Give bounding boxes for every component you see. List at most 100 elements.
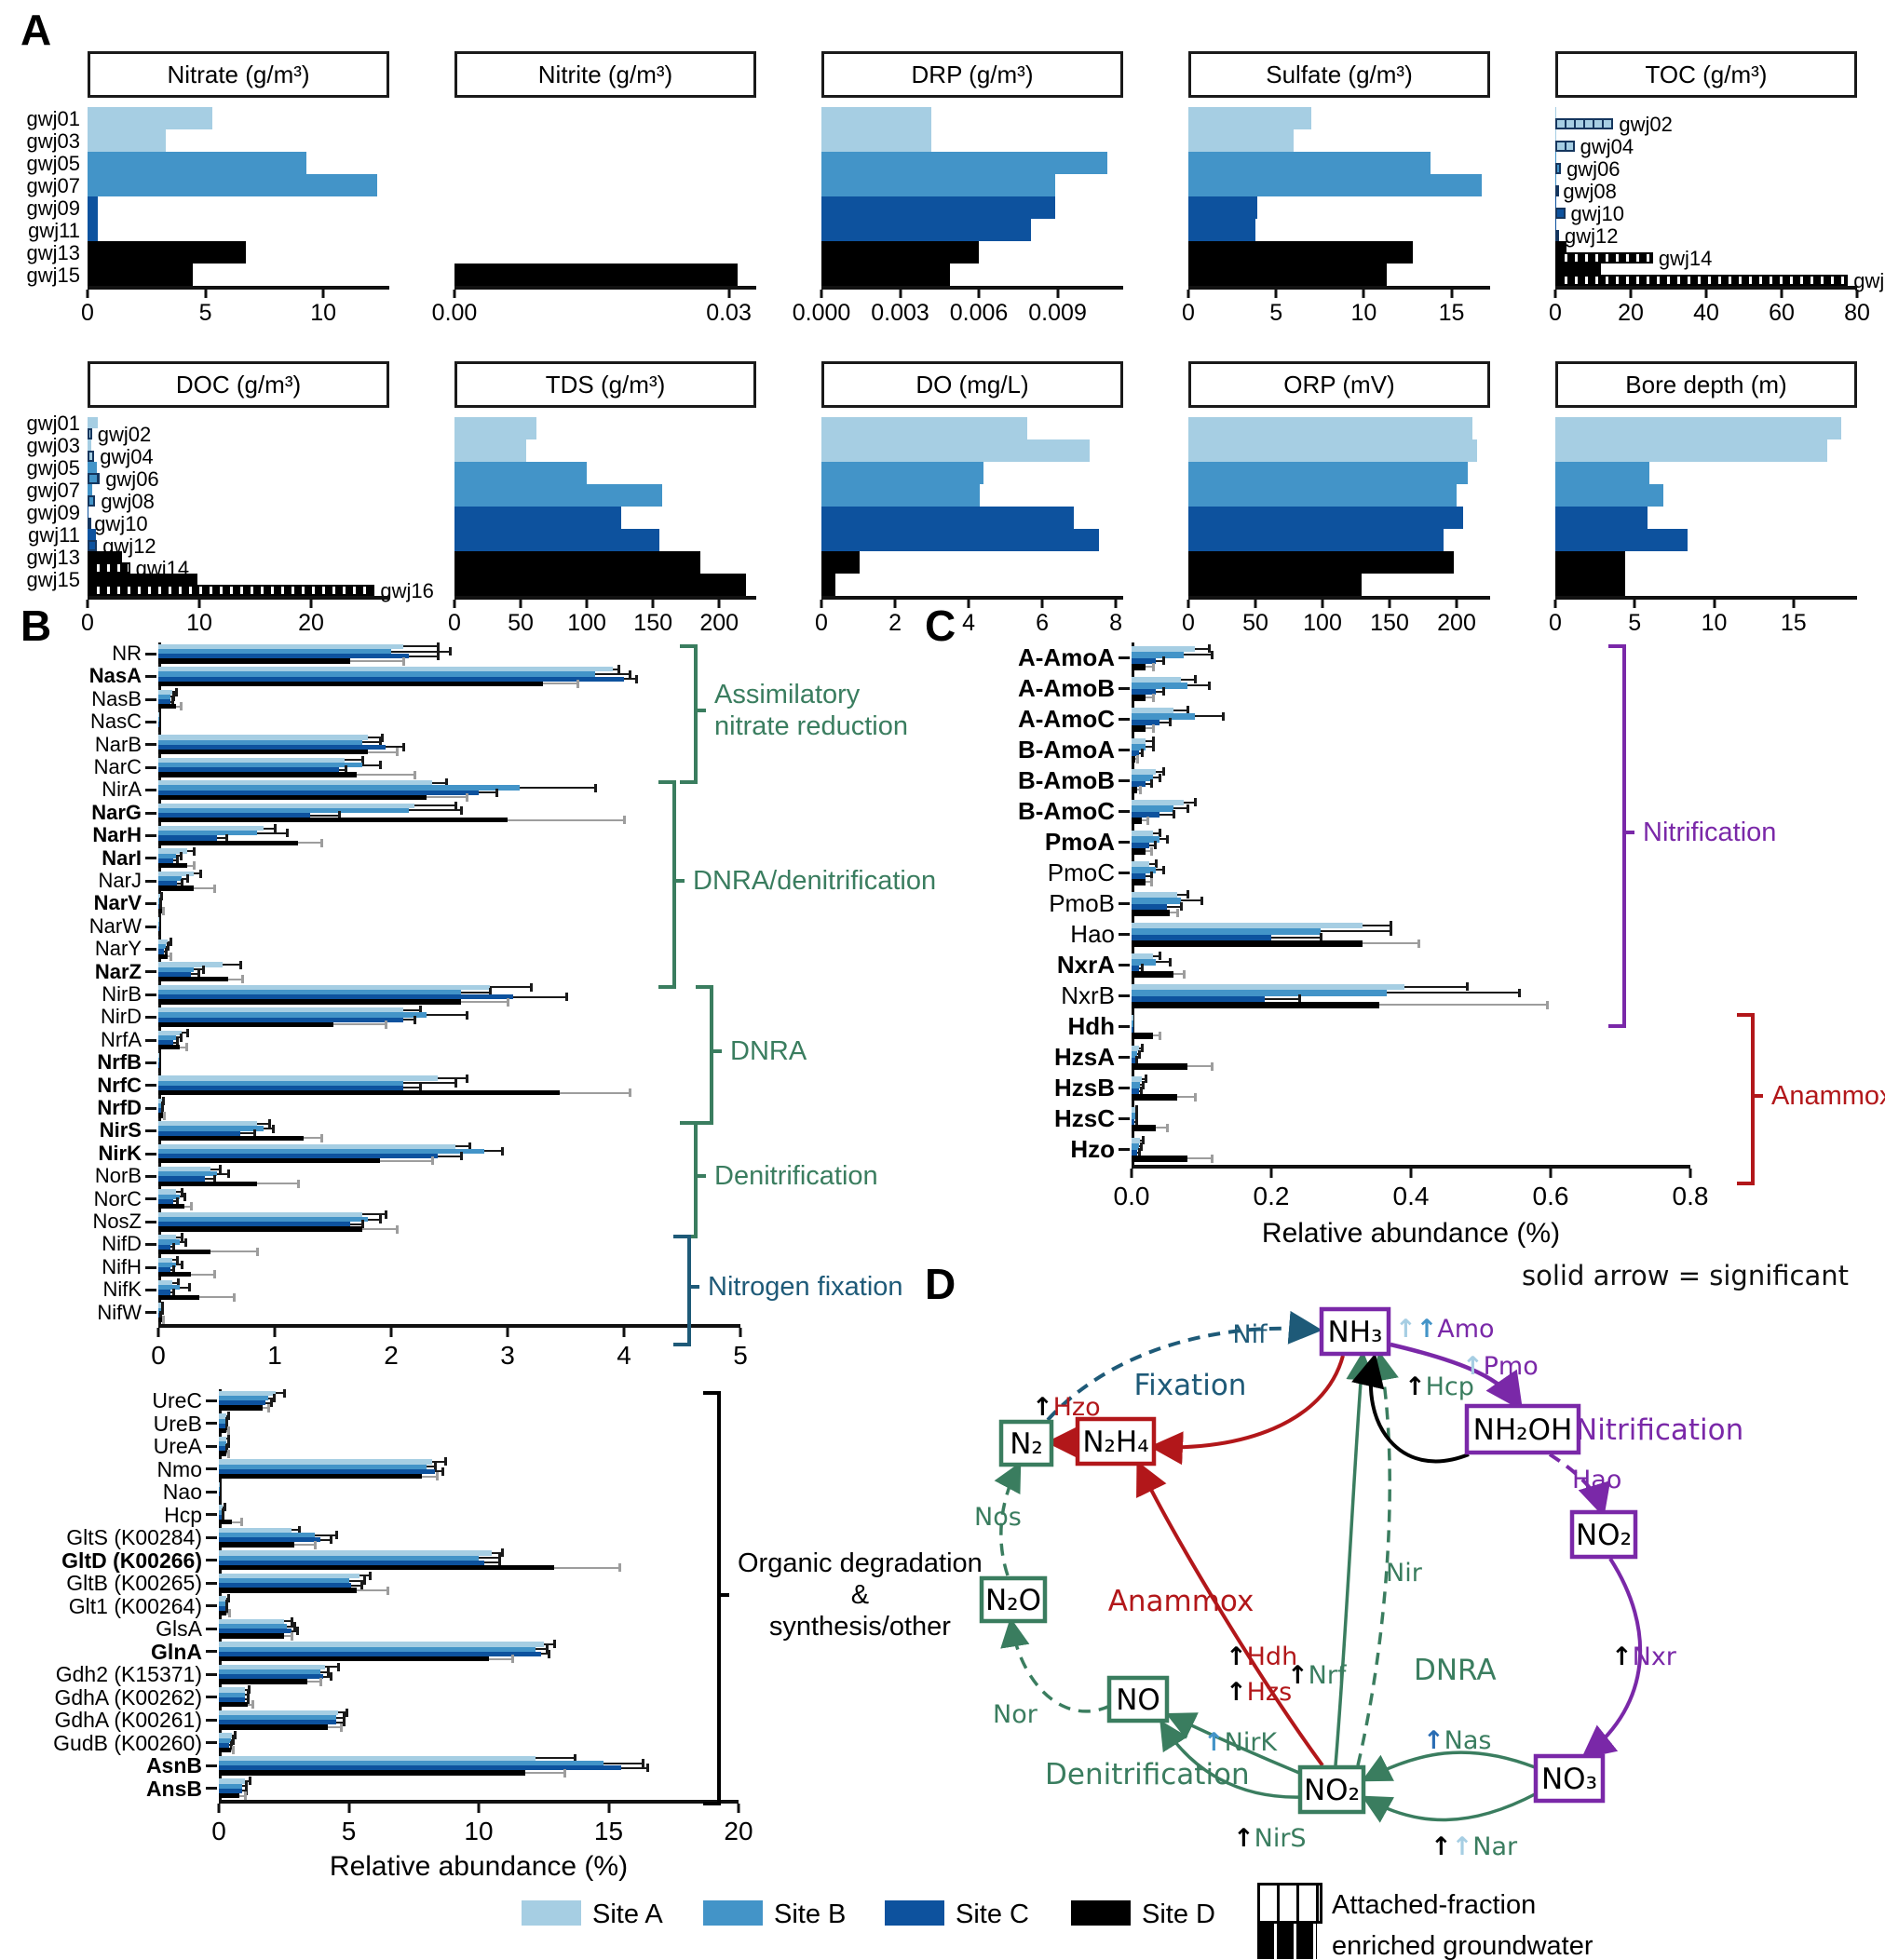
- error-bar-cap: [183, 1237, 187, 1247]
- category-label-line: Denitrification: [714, 1161, 878, 1192]
- error-bar: [356, 774, 414, 776]
- chart-title: DO (mg/L): [821, 361, 1123, 408]
- gene-label: UreA: [153, 1434, 202, 1458]
- x-tick: [217, 1804, 221, 1813]
- x-tick-label: 1: [267, 1341, 282, 1370]
- error-bar: [345, 759, 362, 762]
- category-bracket-nub: [710, 1049, 722, 1054]
- data-bar-gwj07: [1188, 174, 1482, 196]
- error-bar-cap: [1389, 926, 1392, 936]
- data-bar-gwj03: [1188, 129, 1295, 152]
- error-bar: [170, 696, 174, 698]
- error-bar-cap: [1141, 964, 1145, 973]
- x-tick-label: 20: [298, 610, 324, 636]
- error-bar-cap: [291, 1616, 294, 1626]
- data-bar: [1132, 744, 1146, 750]
- data-bar: [158, 1007, 403, 1013]
- error-bar-cap: [231, 1736, 235, 1745]
- pathway-label: Nitrification: [1576, 1413, 1743, 1447]
- error-bar: [1138, 751, 1143, 754]
- x-tick: [1553, 290, 1557, 298]
- data-bar: [1132, 872, 1146, 879]
- error-bar-cap: [1193, 1092, 1197, 1102]
- error-bar-cap: [593, 783, 597, 792]
- error-bar: [603, 1762, 643, 1764]
- error-bar-cap: [187, 1283, 191, 1292]
- error-bar: [402, 645, 438, 648]
- data-bar: [219, 1618, 284, 1625]
- x-tick: [651, 600, 655, 608]
- data-bar-gwj11: [1555, 219, 1556, 230]
- compound-node-label: N₂H₄: [1082, 1426, 1148, 1459]
- error-bar-cap: [617, 1563, 621, 1573]
- error-bar-cap: [320, 838, 323, 847]
- data-bar: [219, 1509, 222, 1515]
- gene-label: GlnA: [151, 1639, 202, 1664]
- error-bar-cap: [454, 801, 457, 810]
- data-bar: [158, 835, 217, 841]
- error-bar: [1379, 1004, 1548, 1007]
- y-tick: [206, 1672, 217, 1676]
- data-bar-gwj14: [88, 562, 130, 574]
- data-bar: [1132, 1125, 1157, 1131]
- error-bar-cap: [1138, 1148, 1142, 1157]
- error-bar-cap: [179, 851, 183, 860]
- error-bar-cap: [489, 988, 493, 997]
- gene-label: GudB (K00260): [53, 1730, 202, 1755]
- data-bar-gwj01: [88, 417, 98, 428]
- category-bracket: [680, 1121, 698, 1239]
- category-label-line: Anammox: [1771, 1080, 1885, 1111]
- error-bar: [431, 1460, 445, 1463]
- error-bar: [168, 955, 170, 958]
- data-bar: [1132, 1057, 1135, 1063]
- error-bar-cap: [1187, 804, 1189, 813]
- gene-label: Hao: [1070, 920, 1115, 948]
- error-bar-cap: [186, 874, 190, 884]
- data-bar: [219, 1533, 316, 1538]
- y-tick: [145, 1084, 156, 1088]
- inline-sample-label: gwj10: [94, 512, 148, 535]
- data-bar: [1132, 879, 1146, 885]
- data-bar: [219, 1679, 307, 1684]
- data-bar: [1132, 830, 1153, 836]
- pathway-arrow: [1000, 1617, 1111, 1713]
- x-tick: [1780, 290, 1783, 298]
- error-bar: [1148, 862, 1157, 865]
- data-bar: [219, 1464, 427, 1469]
- error-bar: [540, 1653, 549, 1656]
- error-bar: [426, 796, 468, 799]
- error-bar-cap: [1155, 859, 1159, 869]
- error-bar: [1146, 874, 1151, 877]
- x-tick: [1187, 290, 1190, 298]
- x-tick-label: 0: [815, 610, 828, 636]
- pathway-label: DNRA: [1414, 1654, 1497, 1687]
- data-bar: [219, 1473, 422, 1480]
- x-tick: [1056, 290, 1060, 298]
- data-bar: [219, 1588, 357, 1593]
- y-axis-label: gwj05: [26, 456, 80, 480]
- error-bar-cap: [368, 1571, 372, 1580]
- data-bar-gwj13: [821, 551, 861, 574]
- y-tick: [1119, 718, 1130, 721]
- data-bar-gwj15: [821, 264, 951, 286]
- data-bar: [219, 1792, 240, 1799]
- error-bar: [187, 864, 194, 867]
- error-bar-cap: [552, 1640, 556, 1649]
- pathway-label: ↑Hcp: [1404, 1372, 1474, 1401]
- error-bar: [263, 1128, 273, 1129]
- data-bar: [158, 1167, 211, 1172]
- error-bar: [478, 791, 496, 794]
- error-bar-cap: [224, 833, 228, 843]
- error-bar-cap: [1165, 834, 1169, 844]
- y-axis-label: gwj01: [26, 412, 80, 435]
- data-bar: [158, 757, 345, 763]
- error-bar-cap: [181, 1260, 183, 1269]
- compound-node-box: [1075, 1416, 1157, 1467]
- x-tick-label: 0: [81, 300, 94, 326]
- data-bar: [1132, 756, 1135, 763]
- data-bar: [158, 654, 409, 659]
- inline-sample-label: gwj16: [1853, 269, 1885, 292]
